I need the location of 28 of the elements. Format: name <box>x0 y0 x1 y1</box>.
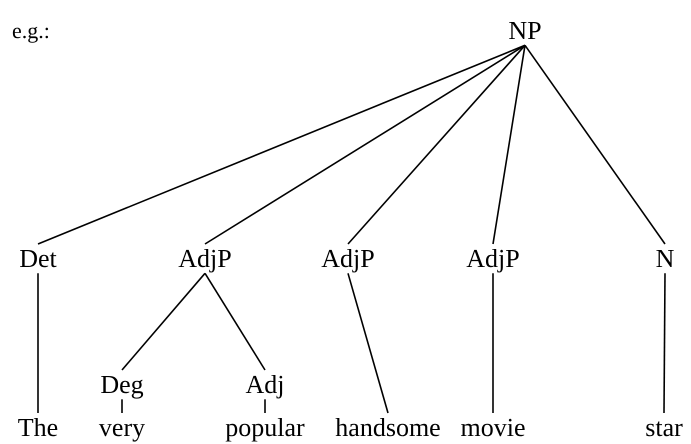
tree-branch-line <box>204 272 266 370</box>
tree-branch-line <box>347 44 526 245</box>
tree-branch-line <box>347 273 389 414</box>
tree-branch-line <box>264 399 266 413</box>
tree-node-label: AdjP <box>178 244 232 274</box>
tree-branch-line <box>524 44 666 244</box>
tree-node-label: AdjP <box>466 244 520 274</box>
tree-node-label: Deg <box>100 370 144 400</box>
tree-node-label: very <box>98 413 146 442</box>
tree-node-label: Adj <box>246 370 284 400</box>
example-label: e.g.: <box>12 20 50 42</box>
tree-node-label: N <box>656 244 674 274</box>
tree-branch-line <box>121 272 206 371</box>
tree-branch-line <box>492 45 526 244</box>
tree-node-label: Det <box>19 244 57 274</box>
tree-node-label: movie <box>460 413 526 442</box>
tree-branch-line <box>204 44 526 245</box>
tree-branch-line <box>121 399 123 413</box>
tree-branch-line <box>38 44 526 245</box>
tree-node-label: popular <box>225 413 305 442</box>
tree-branch-line <box>37 273 39 413</box>
tree-branch-line <box>492 273 494 413</box>
tree-node-label: handsome <box>335 413 441 442</box>
tree-branch-line <box>663 273 666 413</box>
tree-node-label: AdjP <box>321 244 375 274</box>
tree-node-label: The <box>18 413 58 442</box>
tree-node-label: star <box>645 413 683 442</box>
tree-node-label: NP <box>508 16 542 46</box>
